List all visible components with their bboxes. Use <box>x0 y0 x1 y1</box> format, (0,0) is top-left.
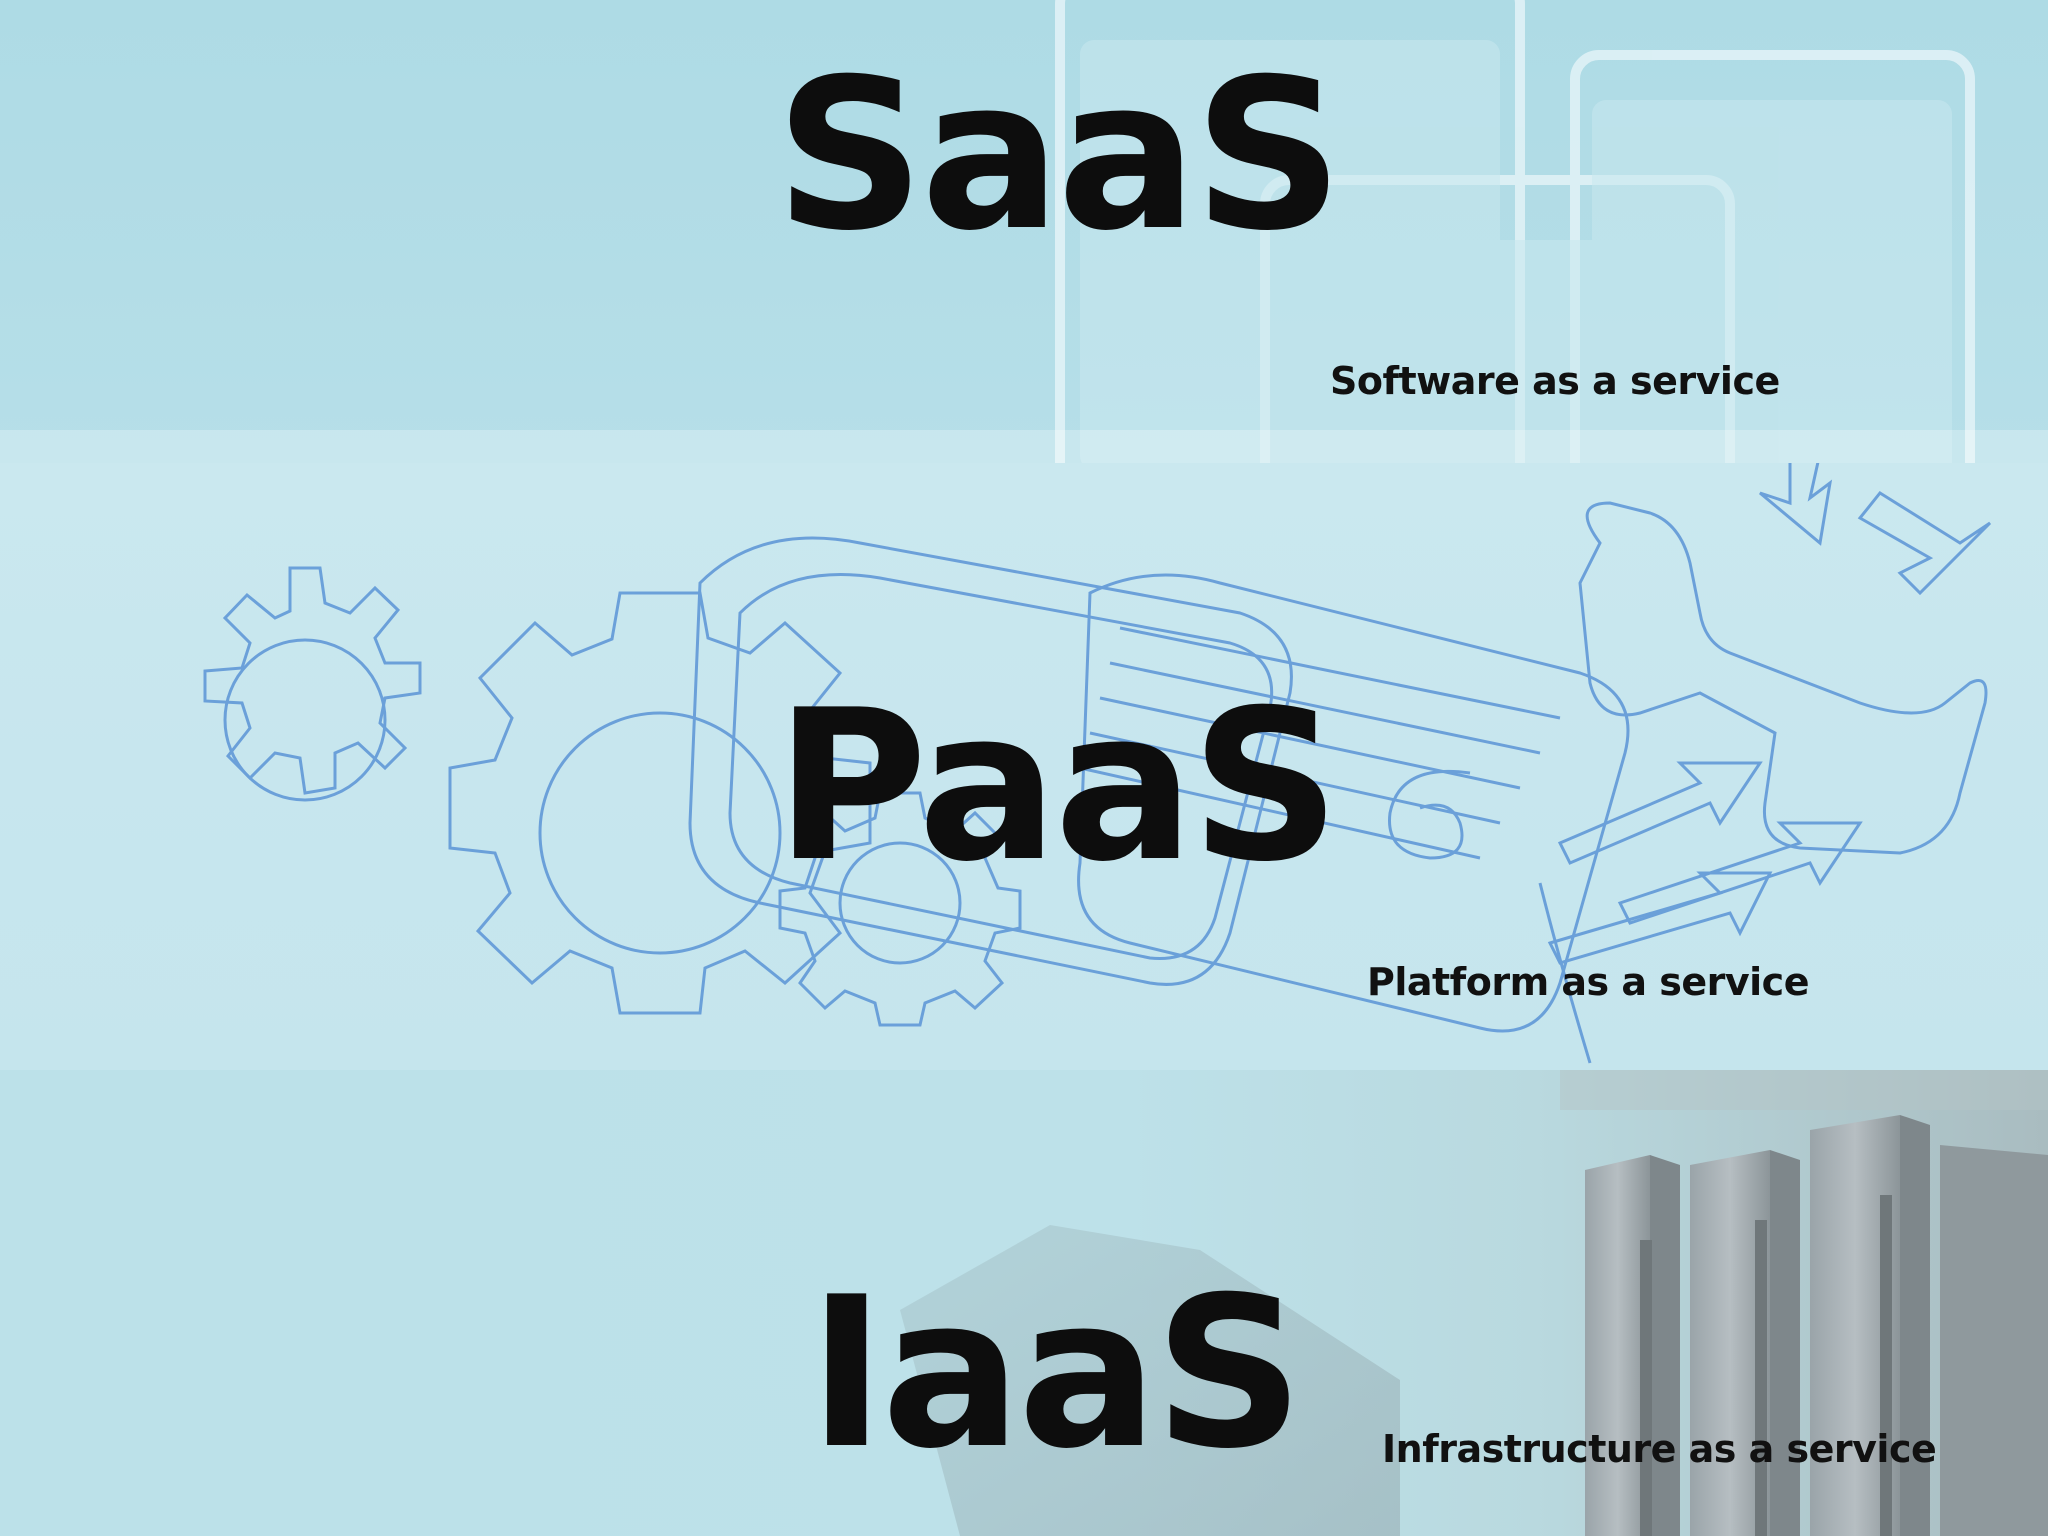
window-panels-illustration <box>0 0 2048 463</box>
gear-icon <box>778 791 1022 1027</box>
saas-band: SaaS Software as a service <box>0 0 2048 463</box>
paas-title: PaaS <box>775 666 1340 908</box>
paas-subtitle: Platform as a service <box>1367 960 1809 1004</box>
gear-icon <box>203 566 422 802</box>
saas-title: SaaS <box>775 35 1343 277</box>
server-rack-icon <box>1585 1155 1680 1536</box>
gear-icon <box>448 591 872 1015</box>
server-racks-illustration <box>900 1070 2048 1536</box>
server-rack-icon <box>1940 1145 2048 1536</box>
gears-arrows-sketch-illustration <box>203 463 1992 1064</box>
server-rack-icon <box>1810 1115 1930 1536</box>
iaas-band: IaaS Infrastructure as a service <box>0 1070 2048 1536</box>
server-rack-icon <box>1690 1150 1800 1536</box>
iaas-subtitle: Infrastructure as a service <box>1382 1427 1937 1471</box>
iaas-title: IaaS <box>808 1253 1304 1495</box>
paas-band: PaaS Platform as a service <box>0 463 2048 1070</box>
saas-subtitle: Software as a service <box>1330 359 1780 403</box>
